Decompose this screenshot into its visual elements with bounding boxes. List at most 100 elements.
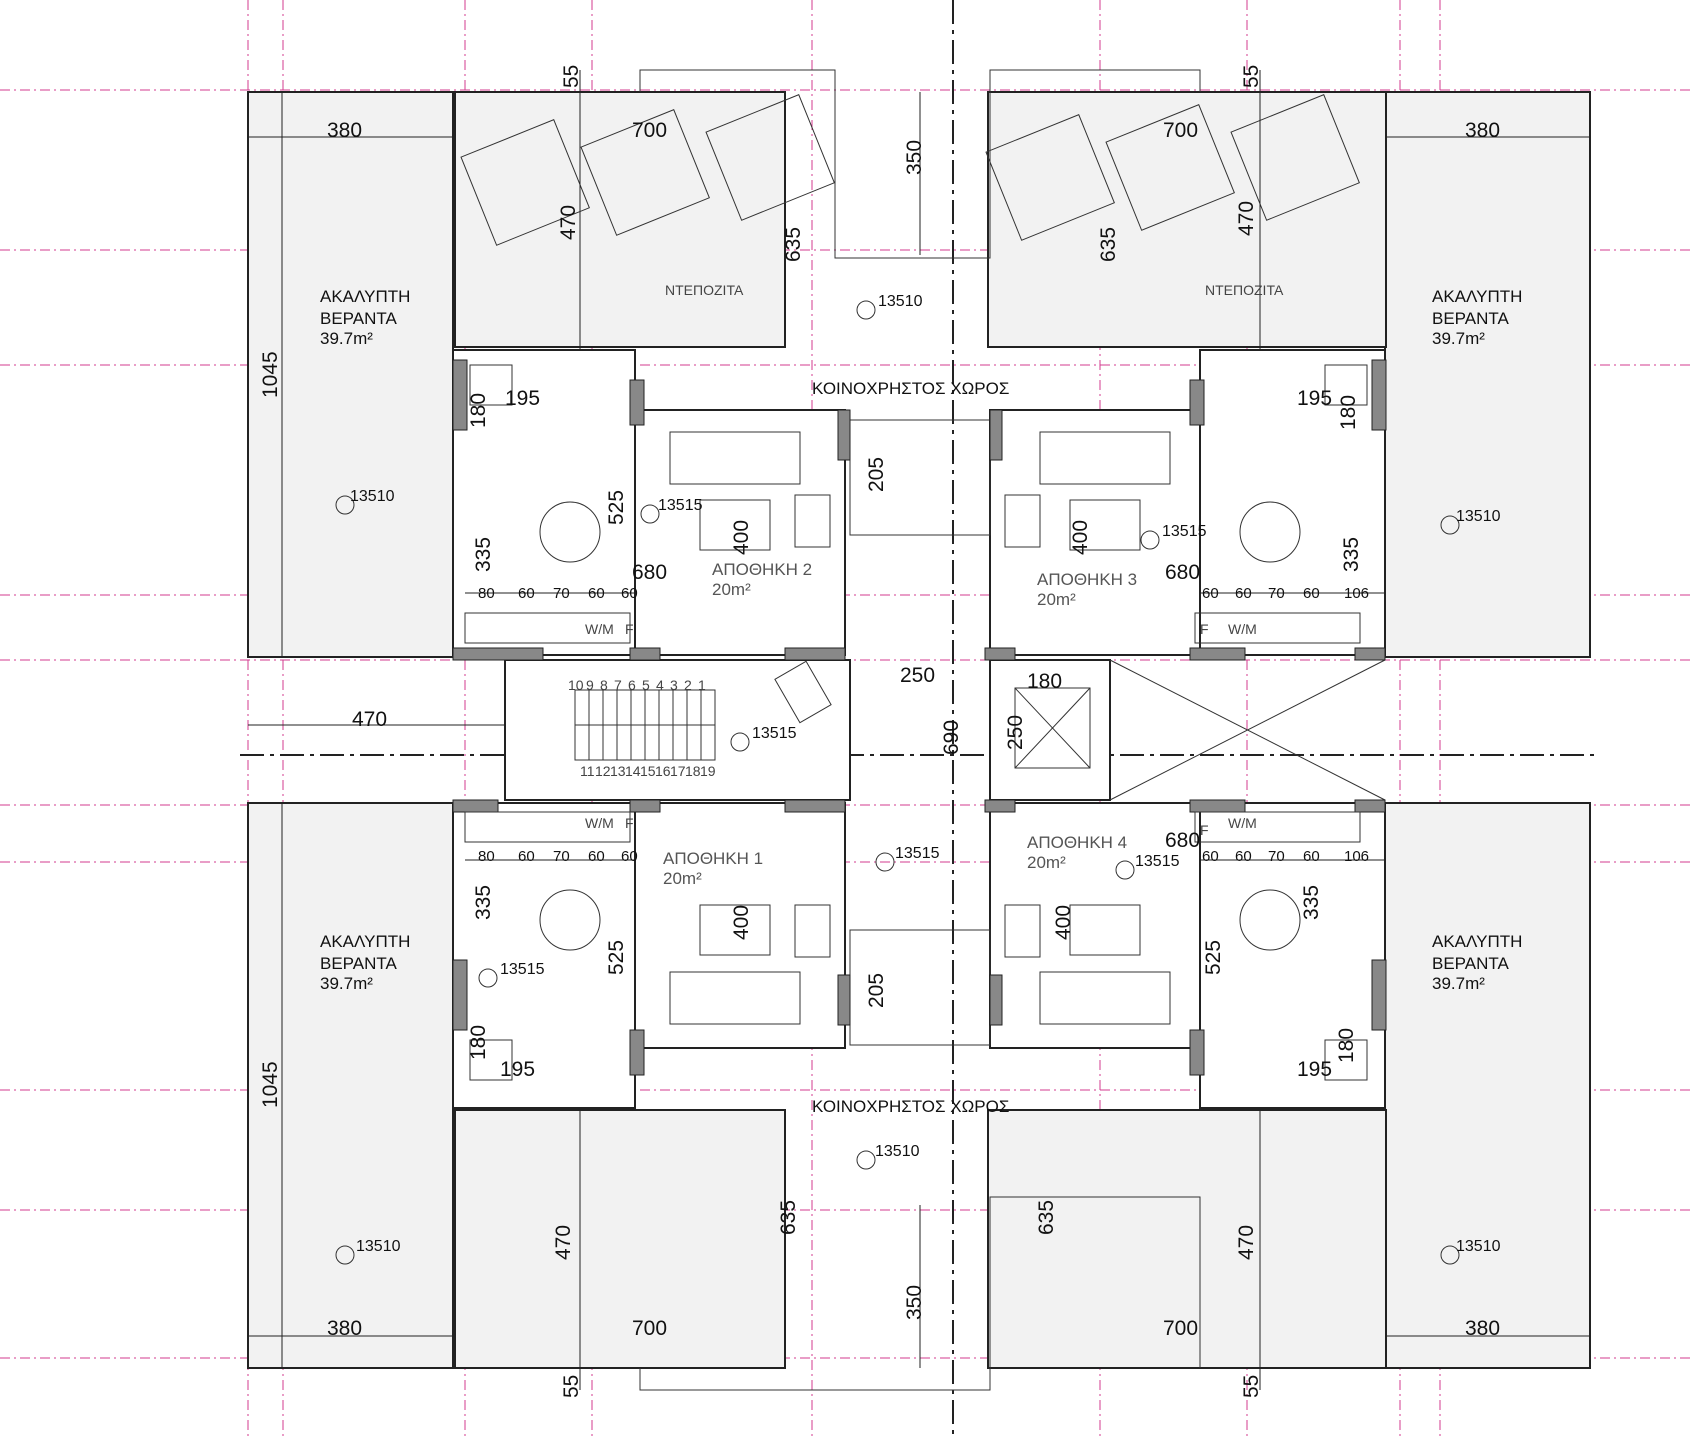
- dim-470: 470: [557, 205, 580, 240]
- dim-60: 60: [1202, 848, 1219, 865]
- storage-label: ΑΠΟΘΗΚΗ 4: [1027, 833, 1127, 852]
- dim-400: 400: [730, 905, 753, 940]
- stair-num: 14: [625, 763, 641, 779]
- dim-680: 680: [632, 561, 667, 584]
- washer-label: W/M: [585, 815, 614, 831]
- storage-area: 20m²: [712, 580, 751, 599]
- stair-num: 12: [595, 763, 611, 779]
- dim-1045: 1045: [259, 351, 282, 398]
- washer-label: W/M: [1228, 621, 1257, 637]
- dim-250: 250: [1004, 715, 1027, 750]
- stair-num: 10: [568, 677, 584, 693]
- level-value: 13510: [1456, 1238, 1501, 1255]
- terrace-label: ΑΚΑΛΥΠΤΗ: [1432, 932, 1522, 951]
- stair-num: 16: [655, 763, 671, 779]
- stair: [574, 689, 716, 761]
- dim-60: 60: [518, 585, 535, 602]
- dim-400: 400: [1069, 520, 1092, 555]
- dim-470: 470: [552, 1225, 575, 1260]
- dim-470: 470: [1235, 1225, 1258, 1260]
- dim-1045: 1045: [259, 1061, 282, 1108]
- dim-60: 60: [1303, 585, 1320, 602]
- level-value: 13515: [1135, 853, 1180, 870]
- storage-area: 20m²: [663, 869, 702, 888]
- level-value: 13515: [500, 961, 545, 978]
- dim-380: 380: [1465, 119, 1500, 142]
- level-value: 13510: [875, 1143, 920, 1160]
- dim-195: 195: [500, 1058, 535, 1081]
- dim-80: 80: [478, 848, 495, 865]
- dim-60: 60: [588, 848, 605, 865]
- dim-60: 60: [1303, 848, 1320, 865]
- dim-60: 60: [518, 848, 535, 865]
- dim-525: 525: [605, 490, 628, 525]
- dim-525: 525: [1202, 940, 1225, 975]
- stair-num: 13: [610, 763, 626, 779]
- dim-70: 70: [1268, 585, 1285, 602]
- dim-380: 380: [327, 119, 362, 142]
- stair-num: 2: [684, 677, 692, 693]
- dim-335: 335: [472, 537, 495, 572]
- stair-num: 5: [642, 677, 650, 693]
- ntepozita-label: ΝΤΕΠΟΖΙΤΑ: [1205, 282, 1284, 298]
- level-markers: [335, 300, 1460, 1265]
- dim-195: 195: [1297, 1058, 1332, 1081]
- fridge-label: F: [625, 815, 634, 831]
- stair-num: 11: [580, 763, 595, 779]
- dim-335: 335: [472, 885, 495, 920]
- furniture: [464, 364, 1368, 1081]
- stair-num: 3: [670, 677, 678, 693]
- dim-180: 180: [1027, 670, 1062, 693]
- level-value: 13510: [878, 293, 923, 310]
- stair-num: 17: [670, 763, 686, 779]
- stair-num: 19: [700, 763, 716, 779]
- stair-num: 9: [586, 677, 594, 693]
- dim-180: 180: [467, 393, 490, 428]
- fridge-label: F: [625, 621, 634, 637]
- dim-70: 70: [1268, 848, 1285, 865]
- dim-60: 60: [621, 585, 638, 602]
- solar-panels: [460, 94, 1360, 246]
- storage-label: ΑΠΟΘΗΚΗ 2: [712, 560, 812, 579]
- dim-205: 205: [865, 973, 888, 1008]
- dim-700: 700: [1163, 1317, 1198, 1340]
- stair-num: 15: [640, 763, 656, 779]
- dim-635: 635: [1097, 227, 1120, 262]
- dim-700: 700: [632, 119, 667, 142]
- dim-106: 106: [1344, 585, 1369, 602]
- terraces: [247, 91, 1591, 1369]
- washer-label: W/M: [585, 621, 614, 637]
- terrace-area: 39.7m²: [1432, 974, 1485, 993]
- dim-80: 80: [478, 585, 495, 602]
- dim-70: 70: [553, 848, 570, 865]
- dim-400: 400: [1052, 905, 1075, 940]
- washer-label: W/M: [1228, 815, 1257, 831]
- lower-recess: [639, 1196, 1201, 1391]
- dim-180: 180: [1337, 395, 1360, 430]
- terrace-label: ΑΚΑΛΥΠΤΗ: [320, 287, 410, 306]
- columns: [452, 359, 1387, 1076]
- level-value: 13510: [1456, 508, 1501, 525]
- dim-106: 106: [1344, 848, 1369, 865]
- dim-635: 635: [1035, 1200, 1058, 1235]
- dim-350: 350: [903, 1285, 926, 1320]
- dim-380: 380: [1465, 1317, 1500, 1340]
- storage-area: 20m²: [1037, 590, 1076, 609]
- stair-num: 8: [600, 677, 608, 693]
- stair-num: 7: [614, 677, 622, 693]
- fridge-label: F: [1200, 822, 1209, 838]
- dim-525: 525: [605, 940, 628, 975]
- apartments: [452, 349, 1386, 1109]
- upper-recess: [639, 69, 1201, 259]
- dim-55: 55: [560, 65, 583, 88]
- level-value: 13515: [1162, 523, 1207, 540]
- dim-60: 60: [588, 585, 605, 602]
- terrace-label: ΑΚΑΛΥΠΤΗ: [1432, 287, 1522, 306]
- stair-num: 1: [698, 677, 706, 693]
- terrace-label: ΒΕΡΑΝΤΑ: [1432, 309, 1509, 328]
- dim-680: 680: [1165, 561, 1200, 584]
- dim-70: 70: [553, 585, 570, 602]
- stair-numbers-lower: 11 12 13 14 15 16 17 18 19: [580, 763, 716, 779]
- terrace-label: ΒΕΡΑΝΤΑ: [320, 954, 397, 973]
